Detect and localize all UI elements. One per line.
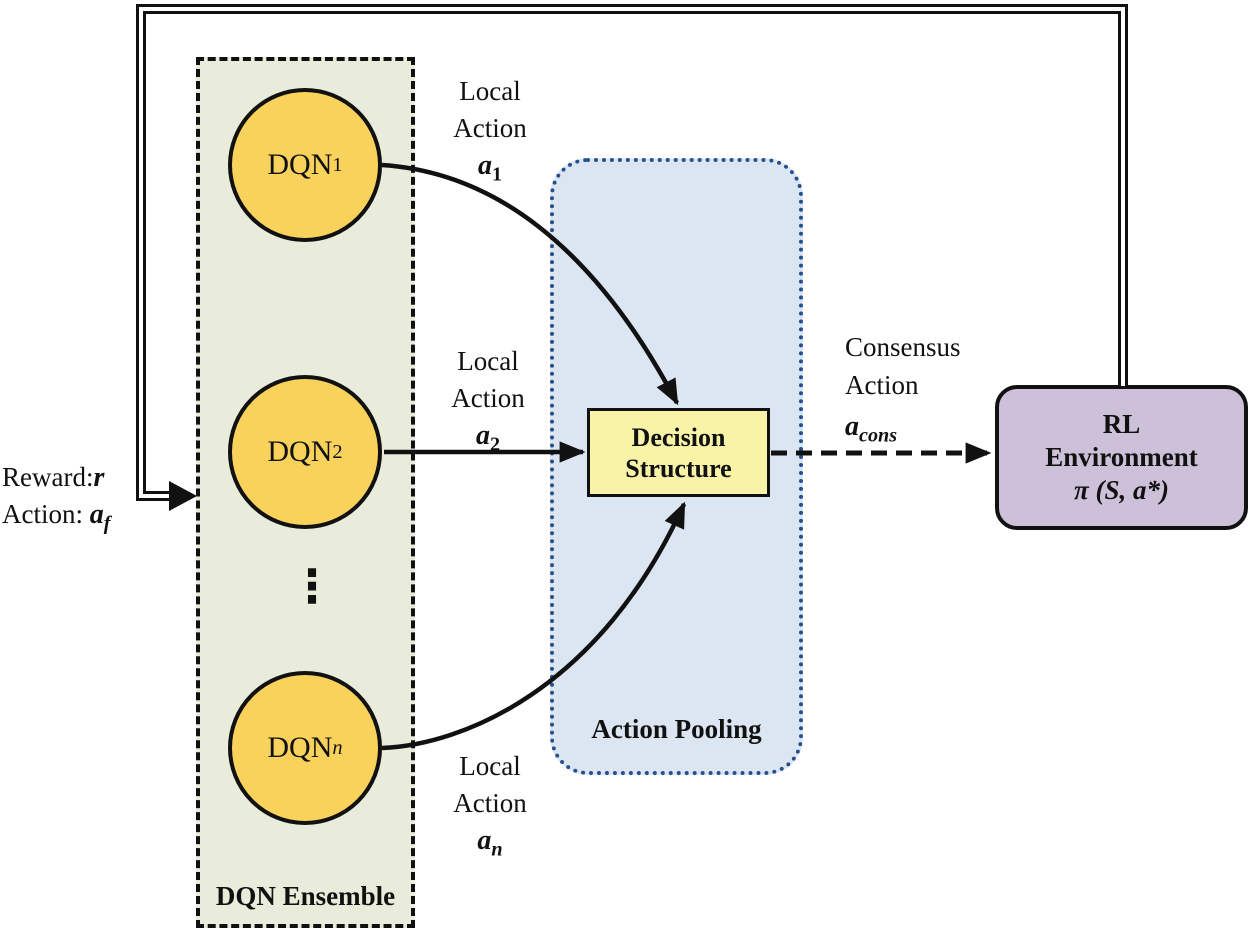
consensus-action-line1: Consensus bbox=[845, 332, 961, 362]
vertical-ellipsis-icon: ⋮ bbox=[289, 559, 335, 613]
decision-structure-box: Decision Structure bbox=[587, 408, 770, 497]
rl-environment-label-line1: RL bbox=[1102, 409, 1141, 439]
feedback-action-line: Action: af bbox=[2, 499, 111, 535]
rl-environment-policy-formula: π (S, a*) bbox=[1074, 475, 1169, 505]
local-action-label-1: Local Action a1 bbox=[415, 73, 565, 186]
dqn-node-n-label: DQN bbox=[267, 731, 333, 764]
feedback-signal-label: Reward:r Action: af bbox=[2, 459, 192, 535]
consensus-action-line2: Action bbox=[845, 370, 919, 400]
decision-structure-label-line1: Decision bbox=[631, 422, 726, 452]
local-action-n-line1: Local bbox=[459, 751, 521, 781]
consensus-action-label: Consensus Action acons bbox=[845, 328, 1035, 446]
local-action-2-line2: Action bbox=[451, 383, 525, 413]
consensus-action-variable: acons bbox=[845, 411, 898, 447]
local-action-2-variable: a2 bbox=[475, 420, 501, 456]
local-action-label-2: Local Action a2 bbox=[413, 343, 563, 456]
local-action-1-line1: Local bbox=[459, 76, 521, 106]
rl-environment-label-line2: Environment bbox=[1045, 442, 1198, 472]
decision-structure-label-line2: Structure bbox=[625, 453, 732, 483]
dqn-ensemble-label: DQN Ensemble bbox=[215, 881, 396, 911]
feedback-reward-line: Reward:r bbox=[2, 462, 105, 493]
local-action-label-n: Local Action an bbox=[415, 748, 565, 861]
action-pooling-label: Action Pooling bbox=[591, 714, 762, 744]
local-action-n-line2: Action bbox=[453, 788, 527, 818]
dqn-node-2-label: DQN bbox=[267, 435, 333, 468]
local-action-1-line2: Action bbox=[453, 113, 527, 143]
local-action-1-variable: a1 bbox=[477, 150, 503, 186]
local-action-2-line1: Local bbox=[457, 346, 519, 376]
local-action-n-variable: an bbox=[477, 825, 503, 861]
dqn-node-1-label: DQN bbox=[267, 148, 333, 181]
